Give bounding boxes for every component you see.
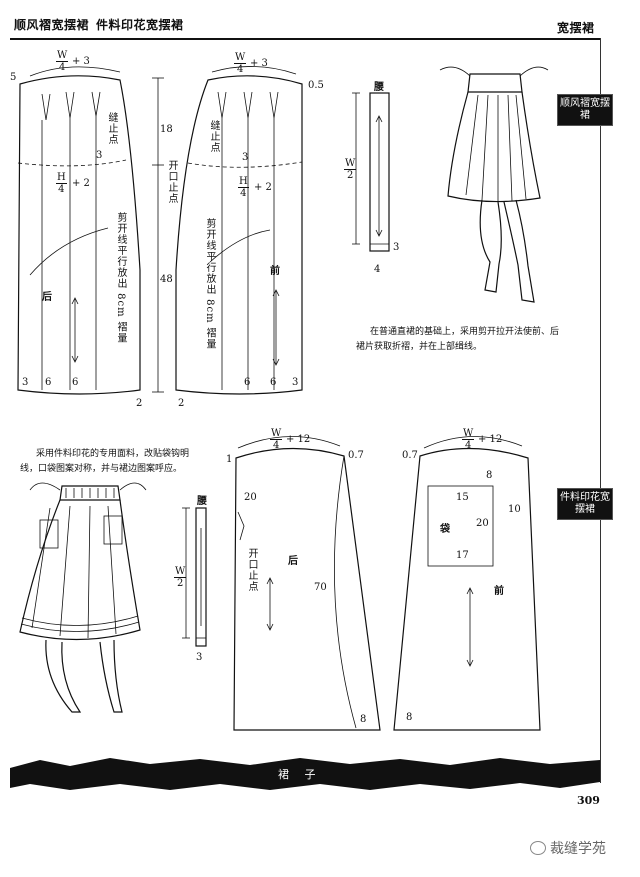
header-title-left-1: 顺风褶宽摆裙 bbox=[14, 18, 90, 32]
header-title-left-2: 件料印花宽摆裙 bbox=[96, 18, 184, 32]
top-back-hip-add: + 2 bbox=[72, 178, 90, 189]
bottom-back-panel-outline bbox=[233, 436, 381, 731]
top-opening-stop: 开口止点 bbox=[166, 160, 177, 204]
bottom-back-corner-left: 1 bbox=[226, 454, 233, 465]
bottom-front-pocket-top: 8 bbox=[486, 470, 493, 481]
bottom-front-side-label: 前 bbox=[494, 586, 504, 597]
top-back-cut-line: 剪开线平行放出 8cm 褶量 bbox=[115, 212, 126, 344]
top-front-corner: 0.5 bbox=[308, 80, 324, 91]
top-center-measure bbox=[152, 77, 164, 393]
top-waistband-dim-3: 3 bbox=[393, 242, 400, 253]
footer-page-number: 309 bbox=[577, 794, 600, 807]
top-back-side-label: 后 bbox=[42, 292, 52, 303]
tab-pleated-skirt[interactable]: 顺风褶宽摆裙 bbox=[557, 94, 613, 126]
top-front-cut-line: 剪开线平行放出 8cm 褶量 bbox=[204, 218, 215, 350]
top-back-mark-3: 3 bbox=[96, 150, 103, 161]
bottom-front-waist-add: + 12 bbox=[478, 434, 503, 445]
top-back-waist-add: + 3 bbox=[72, 56, 90, 67]
bottom-back-opening: 开口止点 bbox=[246, 548, 257, 592]
tab-printed-skirt[interactable]: 件料印花宽摆裙 bbox=[557, 488, 613, 520]
right-margin-rule bbox=[600, 38, 601, 783]
bottom-front-pocket-height: 20 bbox=[476, 518, 489, 529]
top-front-mark-3: 3 bbox=[242, 152, 249, 163]
top-back-hem-2: 2 bbox=[136, 398, 143, 409]
bottom-front-side-10: 10 bbox=[508, 504, 521, 515]
top-back-corner: 5 bbox=[10, 72, 17, 83]
top-back-bottom-6b: 6 bbox=[72, 377, 79, 388]
top-front-bottom-6a: 6 bbox=[244, 377, 251, 388]
bottom-caption-line-1: 采用件料印花的专用面料，改贴袋钩明 bbox=[36, 449, 190, 459]
bottom-back-hem-8: 8 bbox=[360, 714, 367, 725]
wechat-icon bbox=[530, 841, 546, 855]
top-length-48: 48 bbox=[160, 274, 173, 285]
bottom-skirt-illustration bbox=[19, 482, 147, 713]
top-front-panel-outline bbox=[175, 66, 303, 395]
bottom-back-dim-20: 20 bbox=[244, 492, 257, 503]
tab-pleated-skirt-label: 顺风褶宽摆裙 bbox=[560, 98, 610, 121]
top-waistband-dim-4: 4 bbox=[374, 264, 381, 275]
bottom-back-side-label: 后 bbox=[288, 556, 298, 567]
top-front-hem-2: 2 bbox=[178, 398, 185, 409]
bottom-back-corner-right: 0.7 bbox=[348, 450, 364, 461]
bottom-waistband-outline bbox=[182, 507, 207, 647]
bottom-waistband-dim-3: 3 bbox=[196, 652, 203, 663]
top-front-hip-add: + 2 bbox=[254, 182, 272, 193]
top-back-panel-outline bbox=[17, 66, 141, 395]
bottom-front-panel-outline bbox=[393, 436, 541, 731]
top-front-stitch-stop: 缝止点 bbox=[208, 120, 219, 153]
header-rule bbox=[10, 38, 600, 40]
top-waistband-label: 腰 bbox=[374, 82, 384, 93]
bottom-back-length-70: 70 bbox=[314, 582, 327, 593]
top-skirt-illustration bbox=[439, 66, 549, 303]
top-front-waist-add: + 3 bbox=[250, 58, 268, 69]
top-front-bottom-3: 3 bbox=[292, 377, 299, 388]
footer-banner-text: 裙 子 bbox=[278, 768, 322, 781]
bottom-waistband-label: 腰 bbox=[197, 496, 207, 507]
top-waistband-outline bbox=[352, 92, 390, 252]
top-caption-line-1: 在普通直裙的基础上，采用剪开拉开法使前、后 bbox=[370, 327, 560, 337]
watermark: 裁缝学苑 bbox=[530, 838, 606, 858]
watermark-text: 裁缝学苑 bbox=[550, 841, 606, 857]
bottom-front-hem-8: 8 bbox=[406, 712, 413, 723]
top-front-side-label: 前 bbox=[270, 266, 280, 277]
header-title-right: 宽摆裙 bbox=[557, 21, 595, 35]
top-front-bottom-6b: 6 bbox=[270, 377, 277, 388]
bottom-front-pocket-bottom: 17 bbox=[456, 550, 469, 561]
bottom-caption-line-2: 线，口袋图案对称，并与裙边图案呼应。 bbox=[20, 464, 183, 474]
bottom-front-pocket-width: 15 bbox=[456, 492, 469, 503]
top-length-18: 18 bbox=[160, 124, 173, 135]
bottom-back-waist-add: + 12 bbox=[286, 434, 311, 445]
top-back-bottom-6a: 6 bbox=[45, 377, 52, 388]
top-caption-line-2: 裙片获取折褶，并在上部缉线。 bbox=[356, 342, 483, 352]
tab-printed-skirt-label: 件料印花宽摆裙 bbox=[560, 492, 610, 515]
bottom-front-pocket-label: 袋 bbox=[440, 524, 450, 535]
bottom-front-corner-left: 0.7 bbox=[402, 450, 418, 461]
top-back-bottom-3: 3 bbox=[22, 377, 29, 388]
top-back-stitch-stop: 缝止点 bbox=[106, 112, 117, 145]
